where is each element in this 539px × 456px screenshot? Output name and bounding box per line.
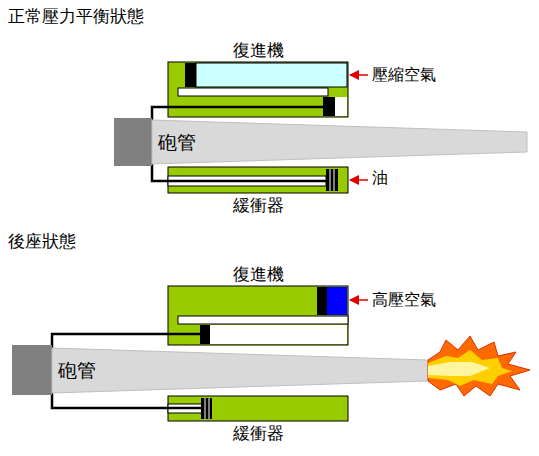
buffer: 緩衝器	[168, 396, 348, 421]
recuperator: 復進機	[168, 62, 348, 117]
leader-arrow	[350, 299, 368, 301]
recuperator-rod-piston	[323, 97, 335, 116]
piston-ring	[334, 169, 335, 191]
breech-block	[114, 118, 152, 166]
muzzle-flash-core	[428, 350, 512, 386]
buffer-piston	[326, 169, 338, 191]
recuperator-piston	[317, 287, 327, 315]
piston-ring	[209, 398, 210, 419]
part-heading: 復進機	[168, 40, 348, 60]
gun-barrel: 砲管	[52, 348, 182, 392]
breech-block	[12, 345, 52, 395]
part-name: 砲管	[58, 359, 182, 382]
part-heading: 緩衝器	[168, 423, 348, 443]
recuperator-chamber	[335, 97, 347, 116]
gun-barrel: 砲管	[152, 120, 282, 164]
compressed-air-chamber	[196, 63, 347, 87]
high-pressure-air	[327, 287, 347, 315]
part-heading: 緩衝器	[168, 195, 348, 215]
recuperator: 復進機	[168, 286, 348, 345]
section-heading: 正常壓力平衡狀態	[8, 6, 144, 26]
part-label: 壓縮空氣	[372, 65, 436, 84]
part-label: 高壓空氣	[372, 290, 436, 309]
recuperator-piston	[185, 63, 196, 87]
recuperator-chamber	[210, 325, 347, 344]
gun-barrel	[52, 348, 428, 393]
recuperator-body	[168, 62, 348, 117]
muzzle-flash	[428, 336, 530, 396]
recuperator-slot	[178, 88, 328, 96]
leader-arrow	[350, 179, 368, 181]
muzzle-flash-core	[428, 362, 490, 376]
part-label: 油	[372, 168, 388, 187]
recuperator-slot	[178, 316, 348, 324]
piston-ring	[205, 398, 206, 419]
recuperator-rod-piston	[200, 325, 210, 344]
part-name: 砲管	[158, 131, 282, 154]
section-heading: 後座狀態	[8, 231, 76, 251]
leader-arrow	[350, 74, 368, 76]
piston-ring	[330, 169, 331, 191]
buffer-piston	[201, 398, 212, 419]
recuperator-body	[168, 286, 348, 345]
gun-barrel	[152, 120, 527, 164]
part-heading: 復進機	[168, 264, 348, 284]
buffer: 緩衝器	[168, 167, 348, 193]
